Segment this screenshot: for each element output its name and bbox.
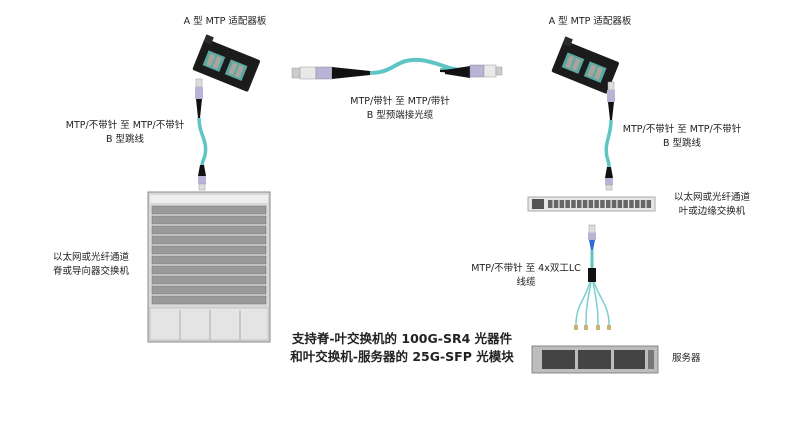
spine-line2: 脊或导向器交换机	[53, 266, 130, 277]
line-card	[151, 245, 267, 255]
switch-port	[640, 200, 646, 208]
spine-label: 以太网或光纤通道 脊或导向器交换机	[53, 251, 129, 279]
jumper-right-line1: MTP/不带针 至 MTP/不带针	[622, 124, 742, 135]
leaf-switch	[527, 196, 656, 212]
trunk-cable	[291, 57, 503, 80]
switch-port	[617, 200, 623, 208]
switch-port	[559, 200, 565, 208]
caption-line1: 支持脊-叶交换机的 100G-SR4 光器件	[291, 331, 513, 346]
line-card	[151, 295, 267, 305]
adapter-panel-left	[192, 34, 260, 92]
switch-port	[582, 200, 588, 208]
breakout-line2: 线缆	[516, 277, 536, 288]
caption-line2: 和叶交换机-服务器的 25G-SFP 光模块	[290, 349, 514, 364]
line-card	[151, 225, 267, 235]
server	[531, 345, 659, 374]
leaf-line1: 以太网或光纤通道	[673, 192, 751, 203]
line-card	[151, 215, 267, 225]
adapter-right-label: A 型 MTP 适配器板	[548, 16, 632, 27]
switch-port	[629, 200, 634, 208]
switch-port	[600, 200, 605, 208]
line-card	[151, 285, 267, 295]
trunk-label-line2: B 型预端接光缆	[366, 110, 434, 121]
breakout-cable	[574, 224, 611, 330]
switch-port	[606, 200, 611, 208]
jumper-right-label: MTP/不带针 至 MTP/不带针 B 型跳线	[623, 123, 741, 151]
jumper-left-label: MTP/不带针 至 MTP/不带针 B 型跳线	[66, 119, 184, 147]
switch-port	[548, 200, 553, 208]
switch-port	[623, 200, 628, 208]
switch-port	[565, 200, 570, 208]
switch-port	[577, 200, 582, 208]
jumper-cable-left	[195, 78, 208, 191]
server-label: 服务器	[672, 353, 701, 364]
jumper-left-line1: MTP/不带针 至 MTP/不带针	[65, 120, 185, 131]
jumper-cable-right	[604, 81, 615, 191]
breakout-label: MTP/不带针 至 4x双工LC 线缆	[471, 262, 581, 290]
jumper-left-line2: B 型跳线	[105, 134, 145, 145]
spine-line1: 以太网或光纤通道	[53, 252, 130, 263]
trunk-label-line1: MTP/带针 至 MTP/带针	[350, 96, 450, 107]
line-card	[151, 235, 267, 245]
adapter-left-label: A 型 MTP 适配器板	[183, 16, 267, 27]
leaf-line2: 叶或边缘交换机	[678, 206, 746, 217]
line-card	[151, 205, 267, 215]
switch-port	[611, 200, 617, 208]
switch-port	[553, 200, 559, 208]
line-card	[151, 275, 267, 285]
trunk-label: MTP/带针 至 MTP/带针 B 型预端接光缆	[350, 95, 449, 123]
switch-port	[646, 200, 652, 208]
line-card	[151, 255, 267, 265]
switch-port	[588, 200, 594, 208]
adapter-panel-right	[551, 36, 619, 94]
jumper-right-line2: B 型跳线	[662, 138, 702, 149]
line-card	[151, 265, 267, 275]
switch-port	[635, 200, 640, 208]
breakout-line1: MTP/不带针 至 4x双工LC	[471, 263, 581, 274]
leaf-label: 以太网或光纤通道 叶或边缘交换机	[674, 191, 750, 219]
switch-port	[571, 200, 576, 208]
spine-switch-chassis	[147, 191, 271, 343]
switch-port	[594, 200, 599, 208]
caption: 支持脊-叶交换机的 100G-SR4 光器件 和叶交换机-服务器的 25G-SF…	[290, 330, 513, 366]
